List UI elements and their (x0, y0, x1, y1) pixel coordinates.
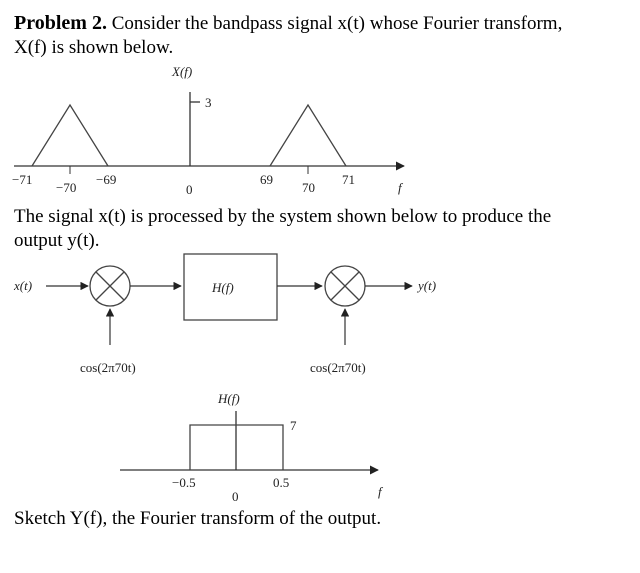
tick-label-neg69: −69 (96, 172, 116, 187)
problem-statement-line-1: Problem 2. Consider the bandpass signal … (14, 12, 562, 35)
tick-label-neg70: −70 (56, 180, 76, 195)
filter-block (183, 253, 278, 321)
filter-x-label: f (378, 484, 384, 499)
mixer-1 (89, 265, 131, 307)
system-diagram: x(t) cos(2π70t) H(f) cos(2π70t) y(t) (13, 253, 436, 375)
mixer-2 (324, 265, 366, 307)
problem-intro-text: Consider the bandpass signal x(t) whose … (111, 13, 563, 34)
filter-tick-neg05: −0.5 (172, 475, 196, 490)
spectrum-triangle-positive (269, 103, 347, 167)
filter-tick-0: 0 (232, 489, 239, 504)
osc-2-label: cos(2π70t) (310, 360, 366, 375)
tick-label-69: 69 (260, 172, 273, 187)
tick-label-71: 71 (342, 172, 355, 187)
spectrum-plot: X(f) 3 f −71 −70 −69 0 69 70 71 (12, 64, 405, 197)
tick-label-neg71: −71 (12, 172, 32, 187)
filter-height-label: 7 (290, 418, 297, 433)
spectrum-triangle-negative (31, 103, 109, 167)
spectrum-y-label: X(f) (171, 64, 192, 79)
filter-tick-05: 0.5 (273, 475, 289, 490)
input-label: x(t) (13, 278, 32, 293)
question-text: Sketch Y(f), the Fourier transform of th… (14, 508, 382, 529)
spectrum-x-label: f (398, 180, 404, 195)
tick-label-70: 70 (302, 180, 315, 195)
filter-plot: H(f) 7 −0.5 0 0.5 f (120, 391, 384, 504)
spectrum-height-label: 3 (205, 95, 212, 110)
problem-statement-line-2: X(f) is shown below. (14, 37, 174, 58)
osc-1-label: cos(2π70t) (80, 360, 136, 375)
tick-label-0: 0 (186, 182, 193, 197)
output-label: y(t) (416, 278, 436, 293)
filter-rect (189, 424, 284, 470)
system-description-line-2: output y(t). (14, 230, 100, 251)
system-description-line-1: The signal x(t) is processed by the syst… (14, 206, 552, 227)
problem-label: Problem 2. (14, 12, 107, 34)
filter-label: H(f) (211, 280, 234, 295)
filter-y-label: H(f) (217, 391, 240, 406)
